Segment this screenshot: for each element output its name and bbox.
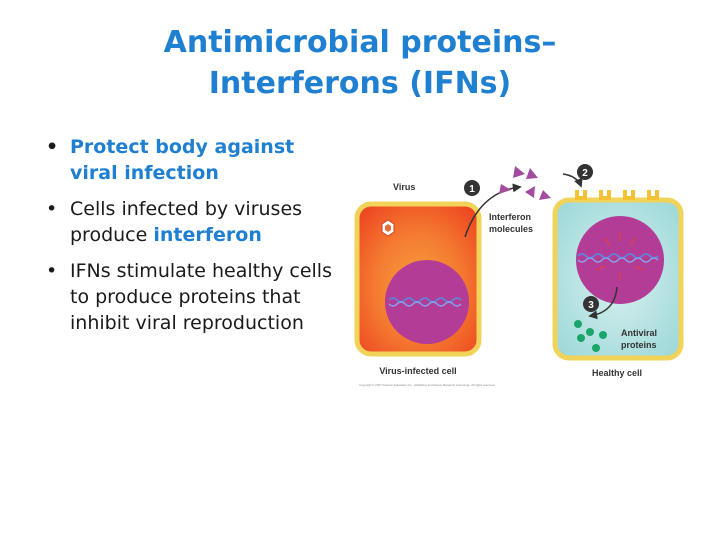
dna-strand-2 — [577, 257, 659, 263]
step-3-number: 3 — [588, 300, 594, 311]
interferon-label-2: molecules — [489, 224, 533, 234]
step-2-number: 2 — [582, 168, 588, 179]
virus-infected-cell-label: Virus-infected cell — [379, 366, 456, 376]
antiviral-protein — [577, 334, 585, 342]
title-line-2: Interferons (IFNs) — [208, 66, 512, 101]
binding-arrow — [562, 173, 583, 188]
antiviral-label-2: proteins — [621, 340, 657, 350]
antiviral-label-1: Antiviral — [621, 328, 657, 338]
interferon-molecule — [499, 184, 511, 194]
interferon-highlight: interferon — [153, 224, 262, 246]
synthesis-arrow — [588, 286, 618, 320]
interferon-molecule — [526, 168, 538, 179]
step-1-number: 1 — [469, 184, 475, 195]
interferon-diagram: Virus Virus-infected cell 1 Interferon m… — [354, 164, 684, 387]
step-1-badge — [464, 180, 480, 196]
receptor — [575, 190, 587, 200]
step-2-badge — [577, 164, 593, 180]
healthy-nucleus — [576, 216, 664, 304]
receptor — [599, 190, 611, 200]
infected-nucleus — [385, 260, 469, 344]
interferon-molecule — [539, 190, 551, 200]
antiviral-protein — [592, 344, 600, 352]
secretion-arrow — [464, 183, 522, 238]
interferon-molecule — [525, 186, 535, 198]
receptor — [623, 190, 635, 200]
virus-label: Virus — [393, 182, 415, 192]
virus-icon-core — [385, 224, 391, 232]
activation-rays — [596, 232, 644, 280]
bullet-list: Protect body against viral infection Cel… — [46, 134, 346, 346]
interferon-label-1: Interferon — [489, 212, 531, 222]
step-3-badge — [583, 296, 599, 312]
viral-rna-strand-2 — [388, 301, 462, 307]
bullet-ifn-stimulate: IFNs stimulate healthy cells to produce … — [46, 258, 346, 336]
bullet-interferon-text: Cells infected by viruses produce — [70, 198, 303, 246]
interferon-molecule — [513, 166, 525, 178]
slide-title: Antimicrobial proteins– Interferons (IFN… — [0, 22, 720, 104]
copyright-text: Copyright © 2007 Pearson Education Inc.,… — [359, 383, 495, 387]
bullet-interferon: Cells infected by viruses produce interf… — [46, 196, 346, 248]
antiviral-protein — [586, 328, 594, 336]
title-line-1: Antimicrobial proteins– — [163, 25, 557, 60]
healthy-cell-label: Healthy cell — [592, 368, 642, 378]
receptor — [647, 190, 659, 200]
bullet-protect: Protect body against viral infection — [46, 134, 346, 186]
antiviral-protein — [574, 320, 582, 328]
antiviral-protein — [599, 331, 607, 339]
